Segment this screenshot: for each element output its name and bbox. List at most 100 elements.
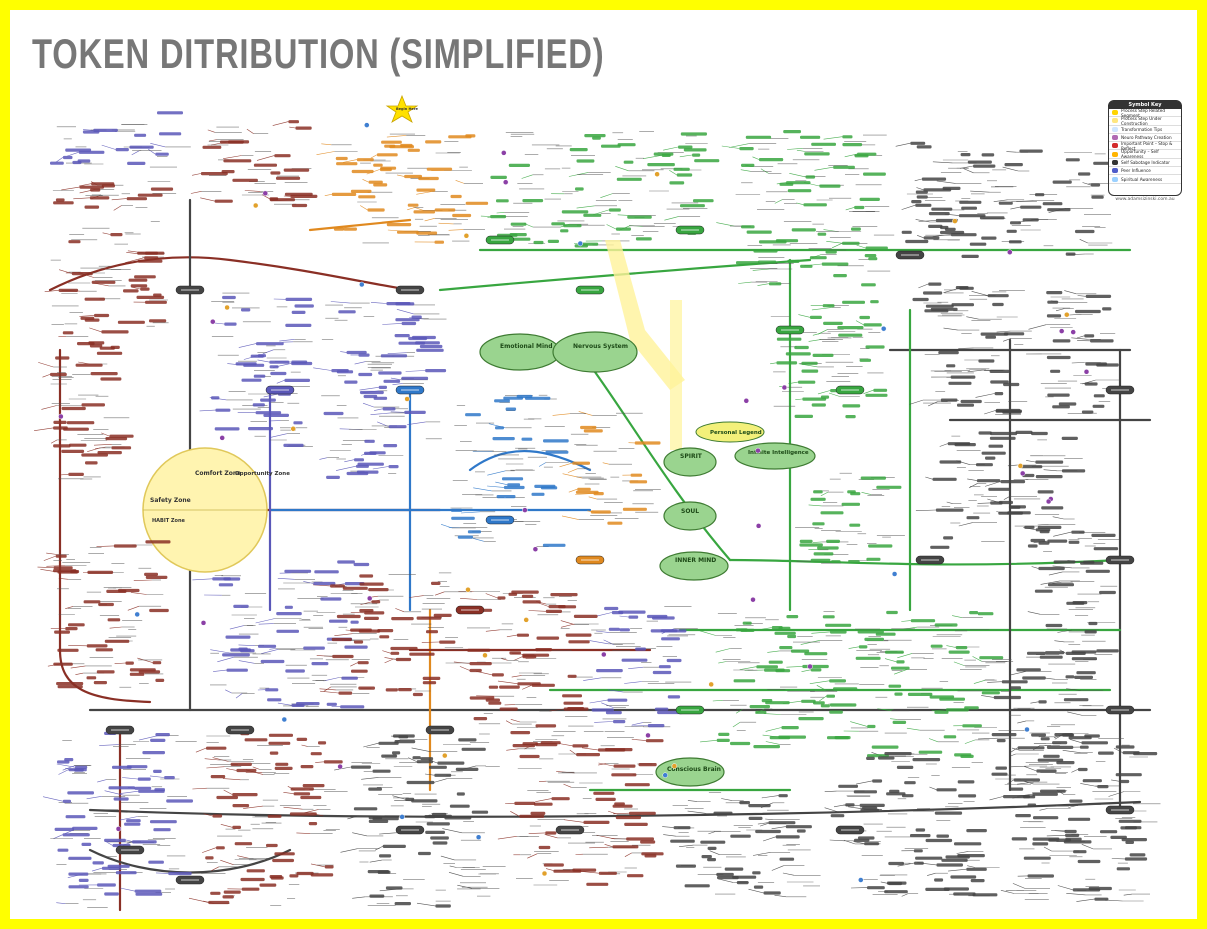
label-box xyxy=(812,353,834,357)
label-box xyxy=(976,463,993,467)
label-box xyxy=(981,451,1006,455)
label-box xyxy=(1075,309,1101,314)
label-box xyxy=(1034,589,1053,593)
label-box xyxy=(667,695,681,699)
label-box xyxy=(344,380,358,384)
branch-line xyxy=(496,212,505,214)
bubble-icon xyxy=(219,435,225,441)
label-box xyxy=(591,708,614,712)
label-box xyxy=(356,158,374,162)
branch-line xyxy=(993,199,1008,202)
label-box xyxy=(928,224,943,228)
branch-line xyxy=(104,790,124,796)
label-box xyxy=(923,291,943,295)
label-box xyxy=(377,870,391,874)
bubble-icon xyxy=(463,233,470,239)
label-box xyxy=(250,354,264,358)
branch-line xyxy=(596,630,610,633)
label-box xyxy=(809,256,827,260)
branch-line xyxy=(563,783,572,788)
label-box xyxy=(1068,736,1092,740)
bubble-icon xyxy=(645,732,651,739)
label-box xyxy=(508,163,530,167)
branch-line xyxy=(1077,295,1086,297)
branch-line xyxy=(149,775,165,778)
branch-line xyxy=(352,832,368,837)
label-box xyxy=(343,227,357,231)
tips-icon xyxy=(1112,126,1118,132)
label-box xyxy=(981,236,997,240)
branch-line xyxy=(34,427,54,431)
label-box xyxy=(236,768,257,773)
label-box xyxy=(488,701,502,705)
branch-line xyxy=(86,796,102,800)
label-box xyxy=(670,839,695,843)
branch-line xyxy=(855,320,864,326)
label-box xyxy=(401,321,417,326)
label-box xyxy=(1052,180,1072,184)
label-box xyxy=(799,539,813,543)
label-box xyxy=(583,429,603,433)
branch-line xyxy=(202,847,217,853)
opportunity-zone-label: Opportunity Zone xyxy=(235,471,290,477)
label-box xyxy=(81,842,92,846)
label-box xyxy=(358,353,370,357)
branch-line xyxy=(1011,747,1020,751)
segment-icon xyxy=(1112,110,1118,116)
label-box xyxy=(400,143,413,148)
branch-line xyxy=(606,224,617,230)
branch-line xyxy=(472,538,484,542)
label-box xyxy=(953,892,976,896)
label-box xyxy=(960,754,974,758)
label-box xyxy=(138,789,165,793)
label-box xyxy=(323,411,344,416)
label-box xyxy=(144,572,158,576)
label-box xyxy=(901,230,912,234)
label-box xyxy=(296,871,314,876)
label-box xyxy=(1065,158,1080,162)
label-box xyxy=(1017,746,1045,750)
label-box xyxy=(868,544,893,548)
label-box xyxy=(232,178,258,182)
label-box xyxy=(701,855,712,859)
label-box xyxy=(1009,505,1021,509)
label-box xyxy=(126,765,148,769)
label-box xyxy=(859,315,870,320)
label-box xyxy=(1120,826,1137,830)
label-box xyxy=(391,617,414,621)
label-box xyxy=(787,189,812,193)
label-box xyxy=(864,254,877,258)
label-box xyxy=(259,883,277,887)
label-box xyxy=(1129,853,1146,857)
label-box xyxy=(380,354,408,358)
label-box xyxy=(1009,686,1021,690)
branch-line xyxy=(939,443,948,447)
label-box xyxy=(1010,221,1021,225)
branch-line xyxy=(812,541,822,543)
label-box xyxy=(536,636,560,640)
label-box xyxy=(756,665,778,669)
label-box xyxy=(925,887,950,891)
label-box xyxy=(973,164,996,168)
branch-line xyxy=(510,719,521,723)
branch-line xyxy=(277,702,292,706)
label-box xyxy=(284,605,293,609)
label-box xyxy=(752,871,761,875)
label-box xyxy=(811,403,826,407)
label-box xyxy=(611,773,637,777)
label-box xyxy=(545,831,557,835)
branch-line xyxy=(771,865,784,871)
branch-line xyxy=(1030,701,1039,704)
label-box xyxy=(1027,544,1038,548)
branch-line xyxy=(1080,783,1098,787)
branch-line xyxy=(848,646,859,649)
label-box xyxy=(1072,888,1101,892)
label-box xyxy=(608,627,620,631)
label-box xyxy=(945,708,969,712)
label-box xyxy=(214,199,233,203)
branch-line xyxy=(774,199,783,204)
branch-line xyxy=(808,339,822,342)
label-box xyxy=(359,582,384,586)
label-box xyxy=(1061,469,1086,473)
bubble-icon xyxy=(210,318,216,325)
